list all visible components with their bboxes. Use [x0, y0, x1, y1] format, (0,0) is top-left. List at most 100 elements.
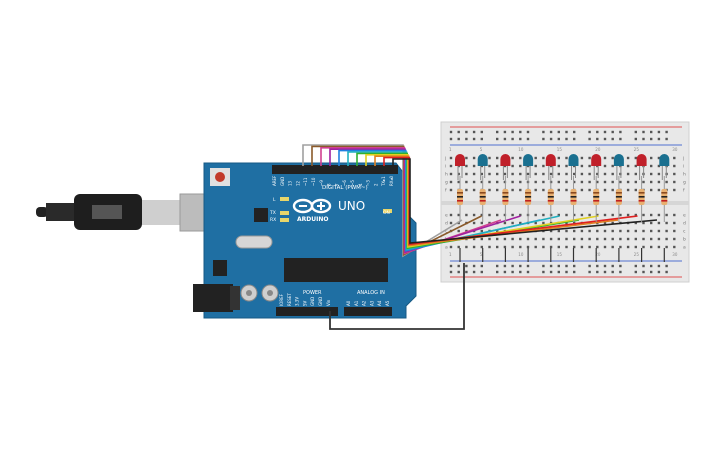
- pin-label: Vin: [326, 299, 331, 306]
- red-led: [455, 154, 465, 166]
- hole: [519, 156, 522, 160]
- hole: [657, 237, 661, 241]
- hole: [634, 156, 637, 160]
- hole: [488, 164, 491, 168]
- hole: [657, 172, 661, 176]
- hole: [611, 270, 614, 274]
- hole: [472, 156, 476, 160]
- hole: [611, 172, 614, 176]
- hole: [519, 180, 522, 184]
- hole: [465, 213, 468, 217]
- hole: [665, 130, 668, 134]
- pin-label: 12: [295, 180, 300, 186]
- hole: [565, 130, 568, 134]
- hole: [542, 237, 545, 241]
- hole: [650, 130, 653, 134]
- arduino-logo: [292, 198, 332, 214]
- blue-led: [523, 154, 534, 166]
- hole: [673, 245, 676, 249]
- hole: [673, 229, 676, 233]
- hole: [519, 172, 522, 176]
- hole: [472, 137, 476, 141]
- led-tx-label: TX: [269, 210, 276, 216]
- hole: [542, 137, 545, 141]
- column-number: 5: [480, 252, 483, 257]
- hole: [565, 237, 568, 241]
- hole: [565, 164, 568, 168]
- pin-label: 13: [288, 180, 293, 186]
- hole: [673, 237, 676, 241]
- hole: [472, 180, 476, 184]
- pin-label: A4: [377, 300, 382, 306]
- pin-label: IOREF: [279, 293, 284, 306]
- hole: [603, 237, 607, 241]
- hole: [526, 130, 530, 134]
- hole: [542, 221, 545, 225]
- hole: [588, 156, 591, 160]
- hole: [611, 188, 614, 192]
- hole: [650, 221, 653, 225]
- hole: [650, 137, 653, 141]
- hole: [657, 221, 661, 225]
- analog-header-label: ANALOG IN: [357, 290, 385, 296]
- hole: [565, 270, 568, 274]
- hole: [650, 264, 653, 268]
- hole: [534, 221, 537, 225]
- hole: [573, 237, 576, 241]
- hole: [449, 180, 453, 184]
- hole: [557, 130, 560, 134]
- hole: [488, 213, 491, 217]
- hole: [642, 229, 645, 233]
- hole: [496, 245, 499, 249]
- hole: [503, 172, 507, 176]
- hole: [603, 270, 607, 274]
- row-letter: i: [683, 164, 684, 170]
- hole: [573, 130, 576, 134]
- blue-led: [477, 154, 488, 166]
- hole: [449, 270, 453, 274]
- microcontroller-chip: [284, 258, 388, 282]
- hole: [580, 180, 584, 184]
- hole: [619, 213, 622, 217]
- hole: [557, 213, 560, 217]
- pin-label: ~11: [303, 177, 308, 186]
- digital-header-label: DIGITAL (PWM~): [322, 185, 368, 191]
- hole: [565, 137, 568, 141]
- hole: [480, 270, 483, 274]
- hole: [619, 264, 622, 268]
- hole: [642, 137, 645, 141]
- hole: [472, 237, 476, 241]
- hole: [496, 130, 499, 134]
- hole: [457, 245, 460, 249]
- hole: [557, 237, 560, 241]
- hole: [465, 172, 468, 176]
- hole: [596, 180, 599, 184]
- hole: [611, 137, 614, 141]
- hole: [488, 156, 491, 160]
- hole: [596, 137, 599, 141]
- hole: [480, 221, 483, 225]
- hole: [657, 229, 661, 233]
- hole: [519, 164, 522, 168]
- hole: [642, 245, 645, 249]
- hole: [496, 180, 499, 184]
- hole: [480, 237, 483, 241]
- ground-wire: [329, 263, 465, 330]
- hole: [549, 172, 553, 176]
- hole: [603, 245, 607, 249]
- pin-label: TX▸1: [381, 176, 386, 187]
- pin-label: 8: [327, 183, 332, 186]
- hole: [573, 180, 576, 184]
- hole: [488, 221, 491, 225]
- hole: [549, 137, 553, 141]
- hole: [626, 156, 630, 160]
- hole: [472, 245, 476, 249]
- hole: [503, 130, 507, 134]
- hole: [634, 221, 637, 225]
- hole: [542, 213, 545, 217]
- hole: [634, 164, 637, 168]
- hole: [588, 172, 591, 176]
- row-letter: f: [445, 188, 447, 194]
- hole: [588, 130, 591, 134]
